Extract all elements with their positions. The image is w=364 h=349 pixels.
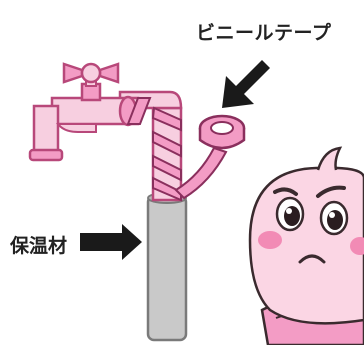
right-eye (319, 200, 349, 236)
arrow-to-insulation (80, 224, 142, 260)
vinyl-tape-label: ビニールテープ (196, 22, 332, 44)
left-eye (275, 196, 305, 232)
arrow-to-tape (222, 60, 270, 108)
insulation-label: 保温材 (10, 235, 68, 257)
character (248, 146, 364, 347)
faucet (28, 62, 140, 162)
insulation-sleeve (146, 192, 188, 342)
vinyl-tape-wrap (126, 97, 228, 202)
vinyl-tape-roll (198, 114, 246, 150)
